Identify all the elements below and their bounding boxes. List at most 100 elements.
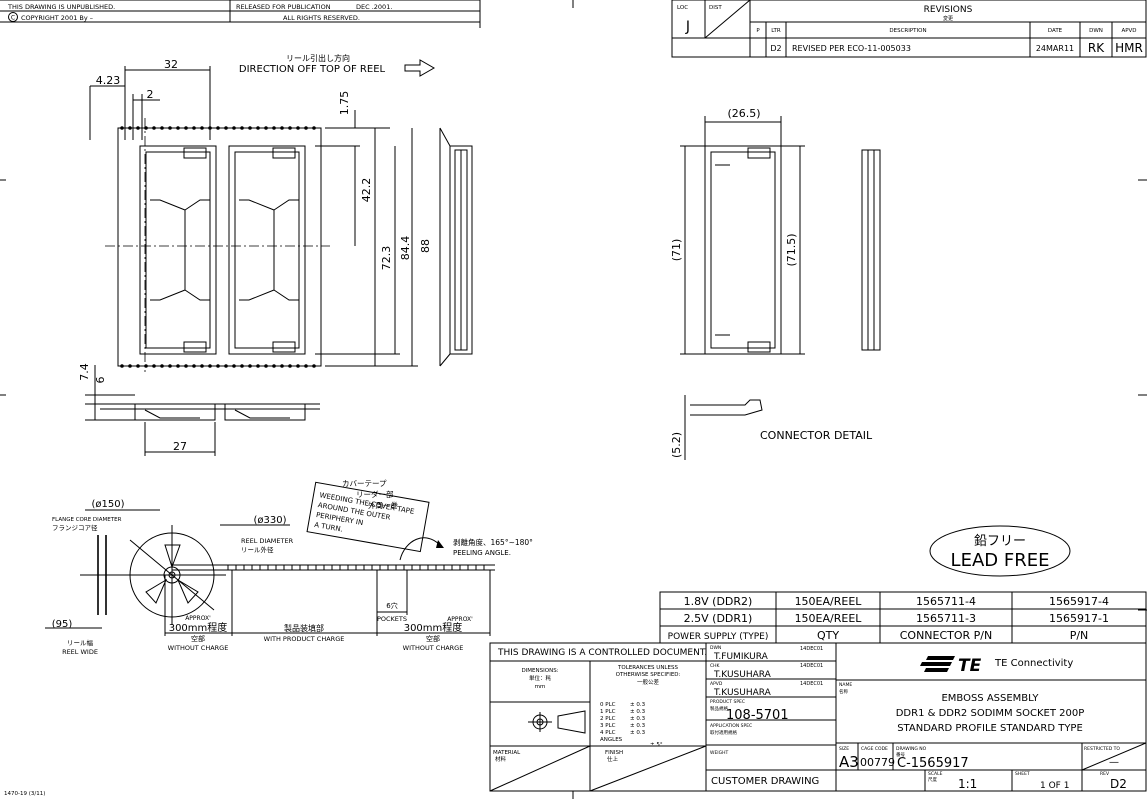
chk-date: 14DEC01 xyxy=(800,663,823,669)
reel-wide-en: REEL WIDE xyxy=(62,648,98,656)
col-desc: DESCRIPTION xyxy=(889,28,926,34)
finish-jp: 仕上 xyxy=(607,755,619,763)
tol-1-plc: 1 PLC xyxy=(600,709,616,715)
dim-2: 2 xyxy=(147,88,154,101)
apvd-label: APVD xyxy=(710,681,723,687)
title-block: THIS DRAWING IS A CONTROLLED DOCUMENT. D… xyxy=(489,642,1147,792)
outer-jp: 外周一巻 xyxy=(368,500,398,510)
direction-jp: リール引出し方向 xyxy=(286,53,350,63)
rev-desc: REVISED PER ECO-11-005033 xyxy=(792,44,911,53)
name-line-2: DDR1 & DDR2 SODIMM SOCKET 200P xyxy=(896,708,1085,719)
rev-label: REV xyxy=(1100,771,1110,777)
hdr-pn: P/N xyxy=(1070,629,1089,642)
form-number: 1470-19 (3/11) xyxy=(4,791,45,797)
dist-label: DIST xyxy=(709,5,722,11)
scale-label: SCALE xyxy=(928,771,943,777)
tol-jp: 一般公差 xyxy=(637,678,660,686)
pockets-jp: 6穴 xyxy=(386,601,397,610)
dim-95: (95) xyxy=(52,619,73,630)
dim-1-75: 1.75 xyxy=(338,91,351,116)
weight-label: WEIGHT xyxy=(710,750,728,756)
tol-4-plc: 4 PLC xyxy=(600,730,616,736)
name-label: NAME xyxy=(839,682,852,688)
reel-drawing: (ø150) FLANGE CORE DIAMETER フランジコア径 (95)… xyxy=(45,479,533,656)
projection-symbol-icon xyxy=(528,710,586,734)
flange-jp: フランジコア径 xyxy=(52,523,98,532)
dim-71-5: (71.5) xyxy=(785,233,798,266)
reel-dia-en: REEL DIAMETER xyxy=(241,537,294,545)
dims-unit: mm xyxy=(535,684,546,690)
approx2: APPROX' xyxy=(447,616,473,623)
row2-connector: 1565711-3 xyxy=(916,612,976,625)
tol-angles-val: ± 5° xyxy=(650,742,663,748)
lead-free-stamp: 鉛フリー LEAD FREE xyxy=(929,525,1071,577)
dwg-val: C-1565917 xyxy=(897,756,969,771)
empty2-jp: 空部 xyxy=(426,634,440,643)
row2-power: 2.5V (DDR1) xyxy=(684,612,753,625)
copyright-icon xyxy=(8,12,18,22)
rights-text: ALL RIGHTS RESERVED. xyxy=(283,14,360,22)
tol-3-plc: 3 PLC xyxy=(600,723,616,729)
flange-en: FLANGE CORE DIAMETER xyxy=(52,517,122,523)
material-label: MATERIAL xyxy=(493,750,521,756)
app-spec-label: APPLICATION SPEC xyxy=(710,723,752,729)
hdr-qty: QTY xyxy=(817,629,839,642)
row2-qty: 150EA/REEL xyxy=(795,612,863,625)
empty2-en: WITHOUT CHARGE xyxy=(403,644,464,652)
dim-71: (71) xyxy=(670,239,683,262)
rev-dwn: RK xyxy=(1088,41,1105,55)
customer-drawing: CUSTOMER DRAWING xyxy=(711,776,819,787)
connector-detail-label: CONNECTOR DETAIL xyxy=(760,429,873,442)
tol-0-val: ± 0.3 xyxy=(630,702,646,708)
dim-72-3: 72.3 xyxy=(380,246,393,271)
reel-wide-jp: リール幅 xyxy=(67,638,94,647)
peel-en: PEELING ANGLE. xyxy=(453,549,511,557)
product-spec-val: 108-5701 xyxy=(726,708,789,723)
dwg-jp: 番号 xyxy=(896,751,905,758)
hdr-power: POWER SUPPLY (TYPE) xyxy=(668,632,769,642)
revisions-title: REVISIONS xyxy=(924,5,973,15)
svg-text:TE: TE xyxy=(958,656,982,676)
tape-end-view: 7.4 6 27 xyxy=(78,363,320,456)
release-date: DEC .2001. xyxy=(356,3,392,11)
lead-free-en: LEAD FREE xyxy=(951,550,1050,571)
tol-1-val: ± 0.3 xyxy=(630,709,646,715)
scale-val: 1:1 xyxy=(958,777,977,791)
sheet-label: SHEET xyxy=(1015,771,1030,777)
tol-1: TOLERANCES UNLESS xyxy=(617,665,678,671)
name-line-3: STANDARD PROFILE STANDARD TYPE xyxy=(897,723,1083,734)
col-dwn: DWN xyxy=(1089,28,1103,34)
col-ltr: LTR xyxy=(771,28,781,34)
name-line-1: EMBOSS ASSEMBLY xyxy=(941,693,1039,704)
reel-dia-jp: リール外径 xyxy=(241,545,274,554)
dims-label: DIMENSIONS: xyxy=(521,668,558,674)
tol-2: OTHERWISE SPECIFIED: xyxy=(616,672,681,678)
dim-84-4: 84.4 xyxy=(399,236,412,261)
loc-value: J xyxy=(685,19,690,35)
dim-42-2: 42.2 xyxy=(360,178,373,203)
row1-pn: 1565917-4 xyxy=(1049,595,1109,608)
size-label: SIZE xyxy=(839,746,849,752)
unpublished-text: THIS DRAWING IS UNPUBLISHED. xyxy=(7,3,115,11)
product-spec-label: PRODUCT SPEC xyxy=(710,699,745,705)
empty1-en: WITHOUT CHARGE xyxy=(168,644,229,652)
tol-2-plc: 2 PLC xyxy=(600,716,616,722)
hdr-connector: CONNECTOR P/N xyxy=(900,629,993,642)
controlled-text: THIS DRAWING IS A CONTROLLED DOCUMENT. xyxy=(497,648,707,658)
tol-3-val: ± 0.3 xyxy=(630,723,646,729)
tape-top-view: 32 4.23 2 1.75 42.2 72.3 84.4 88 リール引出し方… xyxy=(89,53,436,372)
sheet-val: 1 OF 1 xyxy=(1040,781,1069,791)
cage-val: 00779 xyxy=(860,756,895,769)
row2-pn: 1565917-1 xyxy=(1049,612,1109,625)
rev-apvd: HMR xyxy=(1115,41,1143,55)
dim-4-23: 4.23 xyxy=(96,74,121,87)
connector-detail: (26.5) (71) (71.5) (5.2) CONNECTOR DETAI… xyxy=(670,107,881,460)
product-jp: 製品装填部 xyxy=(284,623,324,633)
rev-date: 24MAR11 xyxy=(1036,44,1074,53)
chk-label: CHK xyxy=(710,663,721,669)
row1-power: 1.8V (DDR2) xyxy=(684,595,753,608)
scale-jp: 尺度 xyxy=(928,776,937,783)
tol-0: 0 PLC xyxy=(600,702,616,708)
revisions-title-jp: 変更 xyxy=(943,15,953,22)
len2: 300mm程度 xyxy=(404,621,463,634)
